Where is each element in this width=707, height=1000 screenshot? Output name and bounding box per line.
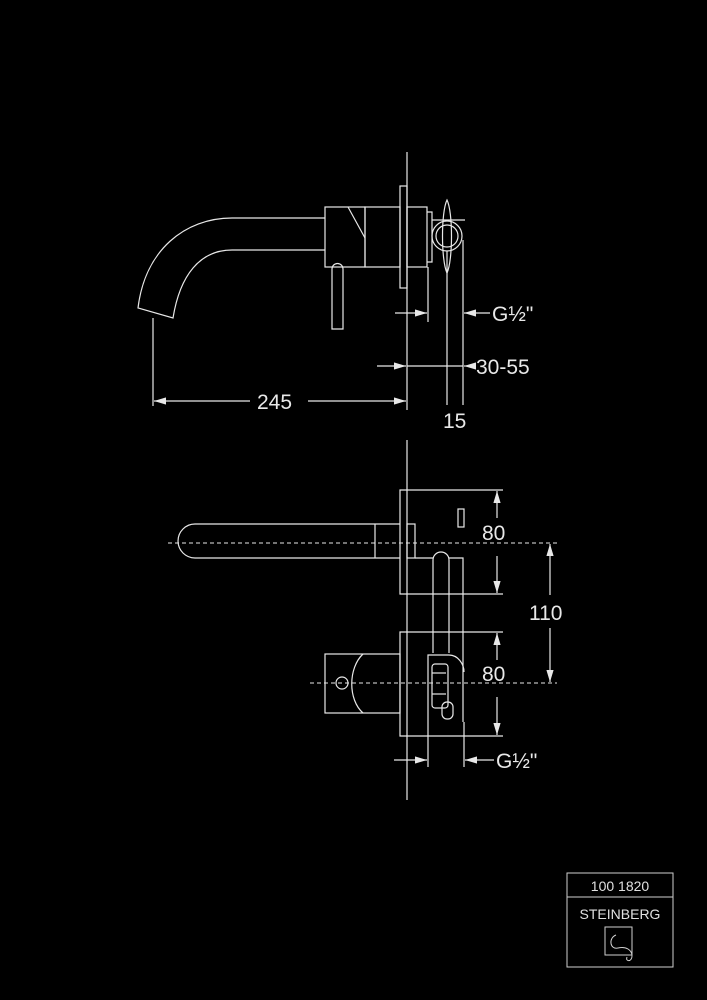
lever-top [457, 508, 465, 528]
mixer-body [324, 206, 366, 268]
side-view: G½" 30-55 15 245 [137, 152, 533, 433]
dim-projection-label: 245 [257, 391, 292, 414]
wall-flange [399, 185, 408, 289]
dim-thread-label: G½" [492, 303, 533, 326]
valve-body [427, 654, 465, 722]
brand-name: STEINBERG [580, 906, 661, 922]
dim-offset-label: 15 [443, 410, 466, 433]
dim-wall-depth-label: 30-55 [476, 356, 530, 379]
dim-upper-plate-label: 80 [482, 522, 505, 545]
title-block: 100 1820 STEINBERG [566, 872, 674, 968]
dim-thread-label: G½" [496, 750, 537, 773]
body-bevel [347, 206, 366, 239]
brand-logo-icon [604, 926, 633, 962]
concealed-body [406, 206, 428, 268]
dim-lower-plate-label: 80 [482, 663, 505, 686]
valve-step [427, 211, 433, 263]
dim-centers-label: 110 [529, 602, 562, 625]
spout [137, 217, 325, 319]
lever-handle [331, 262, 344, 330]
upper-plate [399, 489, 503, 595]
body-sleeve [364, 206, 401, 268]
valve-inner [435, 224, 459, 248]
article-number: 100 1820 [591, 878, 650, 894]
top-view: 80 110 80 G½" [168, 440, 562, 800]
spout-top [177, 523, 400, 559]
supply-pipe [432, 551, 450, 653]
